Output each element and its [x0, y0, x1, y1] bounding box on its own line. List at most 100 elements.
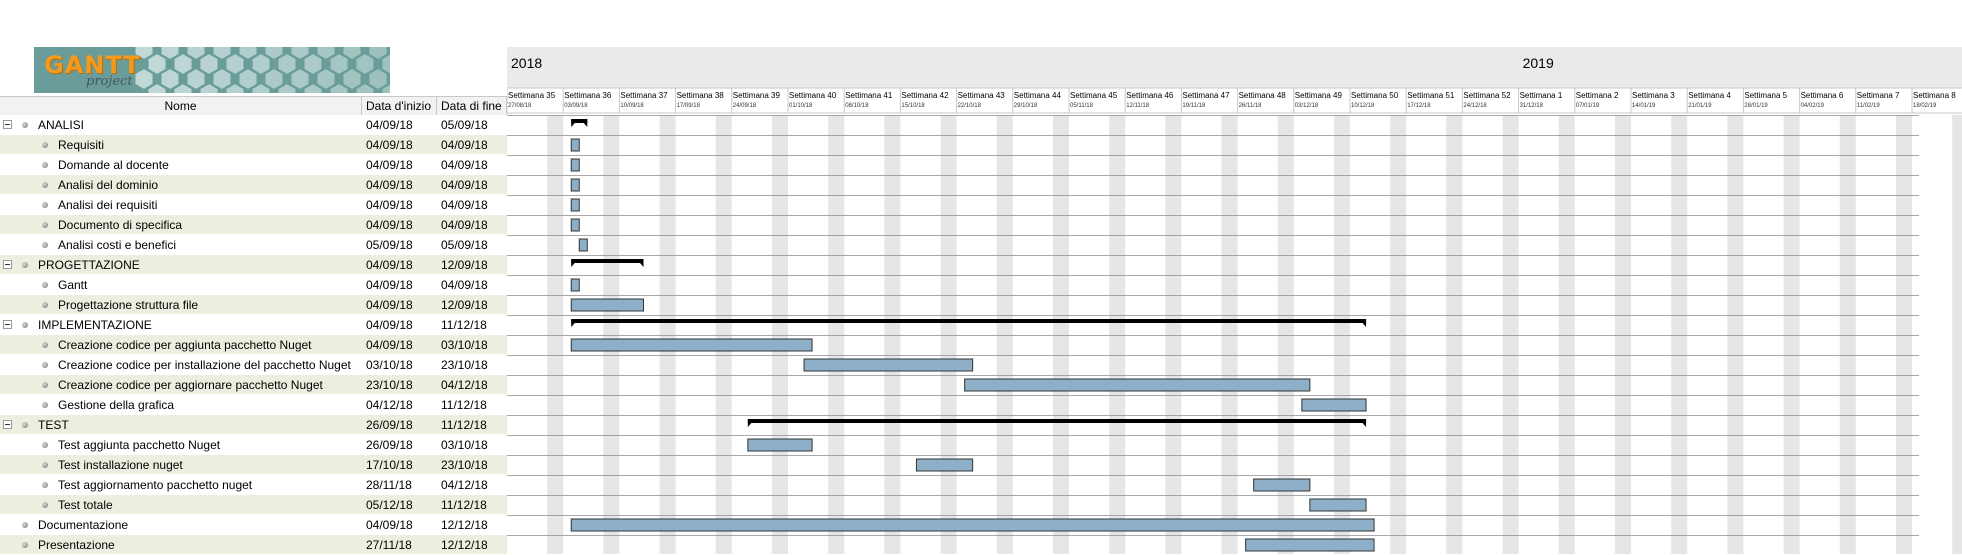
task-start-date[interactable]: 05/12/18 [366, 498, 413, 512]
task-row[interactable]: TEST 26/09/18 11/12/18 [0, 415, 507, 435]
task-end-date[interactable]: 04/12/18 [441, 478, 488, 492]
task-bar[interactable] [570, 218, 580, 232]
task-name[interactable]: Requisiti [58, 138, 105, 152]
task-bar[interactable] [570, 198, 580, 212]
task-name[interactable]: Presentazione [38, 538, 115, 552]
task-name[interactable]: Test totale [58, 498, 113, 512]
task-row[interactable]: Test aggiornamento pacchetto nuget 28/11/… [0, 475, 507, 495]
task-bar[interactable] [1253, 478, 1311, 492]
task-bar[interactable] [570, 518, 1375, 532]
task-name[interactable]: Creazione codice per aggiunta pacchetto … [58, 338, 312, 352]
task-end-date[interactable]: 05/09/18 [441, 238, 488, 252]
task-name[interactable]: Domande al docente [58, 158, 169, 172]
task-start-date[interactable]: 04/09/18 [366, 318, 413, 332]
task-start-date[interactable]: 17/10/18 [366, 458, 413, 472]
task-bar[interactable] [915, 458, 974, 472]
task-start-date[interactable]: 04/09/18 [366, 138, 413, 152]
task-start-date[interactable]: 04/09/18 [366, 258, 413, 272]
task-bar[interactable] [570, 138, 580, 152]
task-end-date[interactable]: 03/10/18 [441, 438, 488, 452]
task-start-date[interactable]: 23/10/18 [366, 378, 413, 392]
task-row[interactable]: Analisi costi e benefici 05/09/18 05/09/18 [0, 235, 507, 255]
task-row[interactable]: Creazione codice per installazione del p… [0, 355, 507, 375]
task-name[interactable]: Test aggiunta pacchetto Nuget [58, 438, 221, 452]
task-name[interactable]: Analisi del dominio [58, 178, 159, 192]
task-name[interactable]: PROGETTAZIONE [38, 258, 140, 272]
task-row[interactable]: Test totale 05/12/18 11/12/18 [0, 495, 507, 515]
task-row[interactable]: Domande al docente 04/09/18 04/09/18 [0, 155, 507, 175]
task-end-date[interactable]: 11/12/18 [441, 418, 487, 432]
task-bar[interactable] [747, 438, 813, 452]
task-name[interactable]: Test aggiornamento pacchetto nuget [58, 478, 253, 492]
task-name[interactable]: Documento di specifica [58, 218, 183, 232]
task-bar[interactable] [578, 238, 588, 252]
summary-bar[interactable] [571, 119, 588, 127]
task-bar[interactable] [570, 158, 580, 172]
task-row[interactable]: Gestione della grafica 04/12/18 11/12/18 [0, 395, 507, 415]
task-name[interactable]: Gestione della grafica [58, 398, 175, 412]
task-start-date[interactable]: 03/10/18 [366, 358, 413, 372]
task-bar[interactable] [964, 378, 1311, 392]
task-end-date[interactable]: 12/09/18 [441, 298, 488, 312]
task-start-date[interactable]: 04/09/18 [366, 338, 413, 352]
task-start-date[interactable]: 04/09/18 [366, 218, 413, 232]
task-bar[interactable] [570, 178, 580, 192]
column-header-name[interactable]: Nome [0, 97, 362, 115]
task-name[interactable]: Analisi costi e benefici [58, 238, 177, 252]
task-row[interactable]: Requisiti 04/09/18 04/09/18 [0, 135, 507, 155]
collapse-toggle-icon[interactable] [3, 120, 12, 129]
task-row[interactable]: Creazione codice per aggiornare pacchett… [0, 375, 507, 395]
task-start-date[interactable]: 26/09/18 [366, 418, 413, 432]
task-end-date[interactable]: 12/12/18 [441, 518, 488, 532]
task-end-date[interactable]: 23/10/18 [441, 458, 488, 472]
task-row[interactable]: ANALISI 04/09/18 05/09/18 [0, 115, 507, 135]
task-end-date[interactable]: 04/09/18 [441, 158, 488, 172]
task-end-date[interactable]: 11/12/18 [441, 318, 487, 332]
task-end-date[interactable]: 12/09/18 [441, 258, 488, 272]
task-end-date[interactable]: 04/09/18 [441, 198, 488, 212]
task-row[interactable]: Test aggiunta pacchetto Nuget 26/09/18 03/… [0, 435, 507, 455]
task-end-date[interactable]: 11/12/18 [441, 498, 487, 512]
task-start-date[interactable]: 04/12/18 [366, 398, 413, 412]
task-name[interactable]: Documentazione [38, 518, 129, 532]
task-start-date[interactable]: 04/09/18 [366, 178, 413, 192]
column-header-end-date[interactable]: Data di fine [437, 97, 507, 115]
gantt-canvas[interactable] [507, 0, 1962, 554]
task-row[interactable]: Creazione codice per aggiunta pacchetto … [0, 335, 507, 355]
task-name[interactable]: Creazione codice per aggiornare pacchett… [58, 378, 323, 392]
task-row[interactable]: Documentazione 04/09/18 12/12/18 [0, 515, 507, 535]
task-start-date[interactable]: 04/09/18 [366, 518, 413, 532]
task-row[interactable]: PROGETTAZIONE 04/09/18 12/09/18 [0, 255, 507, 275]
collapse-toggle-icon[interactable] [3, 260, 12, 269]
task-bar[interactable] [570, 298, 644, 312]
task-end-date[interactable]: 04/09/18 [441, 138, 488, 152]
task-bar[interactable] [803, 358, 974, 372]
task-end-date[interactable]: 11/12/18 [441, 398, 487, 412]
summary-bar[interactable] [571, 259, 644, 267]
task-bar[interactable] [570, 338, 813, 352]
task-start-date[interactable]: 26/09/18 [366, 438, 413, 452]
task-name[interactable]: TEST [38, 418, 69, 432]
column-header-start-date[interactable]: Data d'inizio [362, 97, 437, 115]
task-start-date[interactable]: 04/09/18 [366, 158, 413, 172]
task-end-date[interactable]: 04/12/18 [441, 378, 488, 392]
task-end-date[interactable]: 12/12/18 [441, 538, 488, 552]
task-start-date[interactable]: 04/09/18 [366, 118, 413, 132]
task-end-date[interactable]: 03/10/18 [441, 338, 488, 352]
task-start-date[interactable]: 04/09/18 [366, 198, 413, 212]
task-end-date[interactable]: 05/09/18 [441, 118, 488, 132]
task-start-date[interactable]: 28/11/18 [366, 478, 412, 492]
task-start-date[interactable]: 05/09/18 [366, 238, 413, 252]
task-name[interactable]: Gantt [58, 278, 88, 292]
collapse-toggle-icon[interactable] [3, 320, 12, 329]
task-end-date[interactable]: 23/10/18 [441, 358, 488, 372]
summary-bar[interactable] [747, 419, 1367, 427]
task-bar[interactable] [1245, 538, 1375, 552]
task-name[interactable]: ANALISI [38, 118, 85, 132]
